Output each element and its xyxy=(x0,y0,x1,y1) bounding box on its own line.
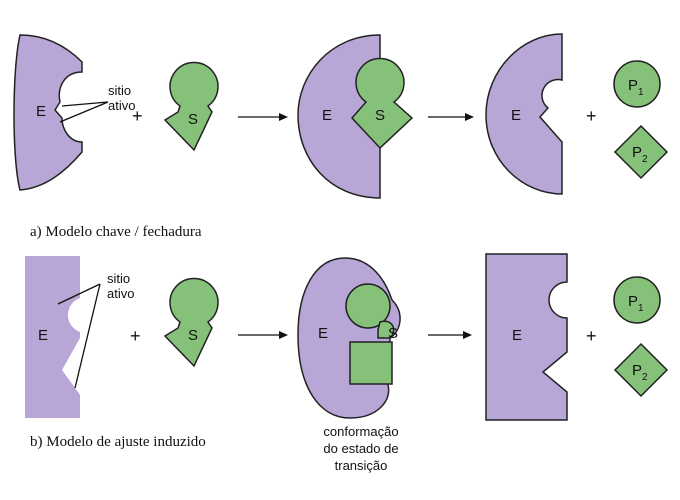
arrow-a2 xyxy=(428,113,474,121)
row-a: E sitio ativo + S E S E + xyxy=(13,33,669,240)
product-p2-b xyxy=(613,342,669,398)
substrate-complex-a-label: S xyxy=(375,107,385,124)
substrate-complex-a xyxy=(350,57,414,150)
enzyme-b1 xyxy=(25,256,80,418)
caption-a: a) Modelo chave / fechadura xyxy=(30,224,202,240)
product-p1-a xyxy=(613,60,661,108)
plus-a2: + xyxy=(586,106,597,126)
product-p2-a xyxy=(613,124,669,180)
enzyme-a2 xyxy=(485,33,563,195)
enzyme-b1-label: E xyxy=(38,327,48,344)
plus-b2: + xyxy=(586,326,597,346)
substrate-a xyxy=(163,61,219,152)
enzyme-a2-label: E xyxy=(511,107,521,124)
product-p2-a-label: P2 xyxy=(632,144,648,165)
product-p1-a-label: P1 xyxy=(628,77,644,98)
transition-label-1: conformação xyxy=(323,424,398,439)
plus-b1: + xyxy=(130,326,141,346)
enzyme-b2-label: E xyxy=(512,327,522,344)
substrate-transition-b xyxy=(345,283,395,385)
product-p2-b-label: P2 xyxy=(632,362,648,383)
arrow-b2 xyxy=(428,331,472,339)
active-site-pointer-a xyxy=(59,101,109,123)
active-site-pointer-b xyxy=(57,283,101,389)
row-b: E sitio ativo + S E S conformação do est… xyxy=(25,253,669,473)
arrow-a1 xyxy=(238,113,288,121)
substrate-b xyxy=(163,277,219,368)
caption-b: b) Modelo de ajuste induzido xyxy=(30,434,206,450)
enzyme-complex-b-label: E xyxy=(318,325,328,342)
arrow-b1 xyxy=(238,331,288,339)
substrate-complex-b-label: S xyxy=(388,325,398,342)
enzyme-b2 xyxy=(485,253,568,421)
enzyme-a1-label: E xyxy=(36,103,46,120)
substrate-a-label: S xyxy=(188,111,198,128)
active-site-label-b-1: sitio xyxy=(107,271,130,286)
enzyme-complex-a-label: E xyxy=(322,107,332,124)
product-p1-b-label: P1 xyxy=(628,293,644,314)
substrate-b-label: S xyxy=(188,327,198,344)
transition-label-2: do estado de xyxy=(323,441,398,456)
active-site-label-b-2: ativo xyxy=(107,286,134,301)
active-site-label-a-1: sitio xyxy=(108,83,131,98)
product-p1-b xyxy=(613,276,661,324)
plus-a1: + xyxy=(132,106,143,126)
active-site-label-a-2: ativo xyxy=(108,98,135,113)
transition-label-3: transição xyxy=(335,458,388,473)
enzyme-a1 xyxy=(13,34,83,191)
